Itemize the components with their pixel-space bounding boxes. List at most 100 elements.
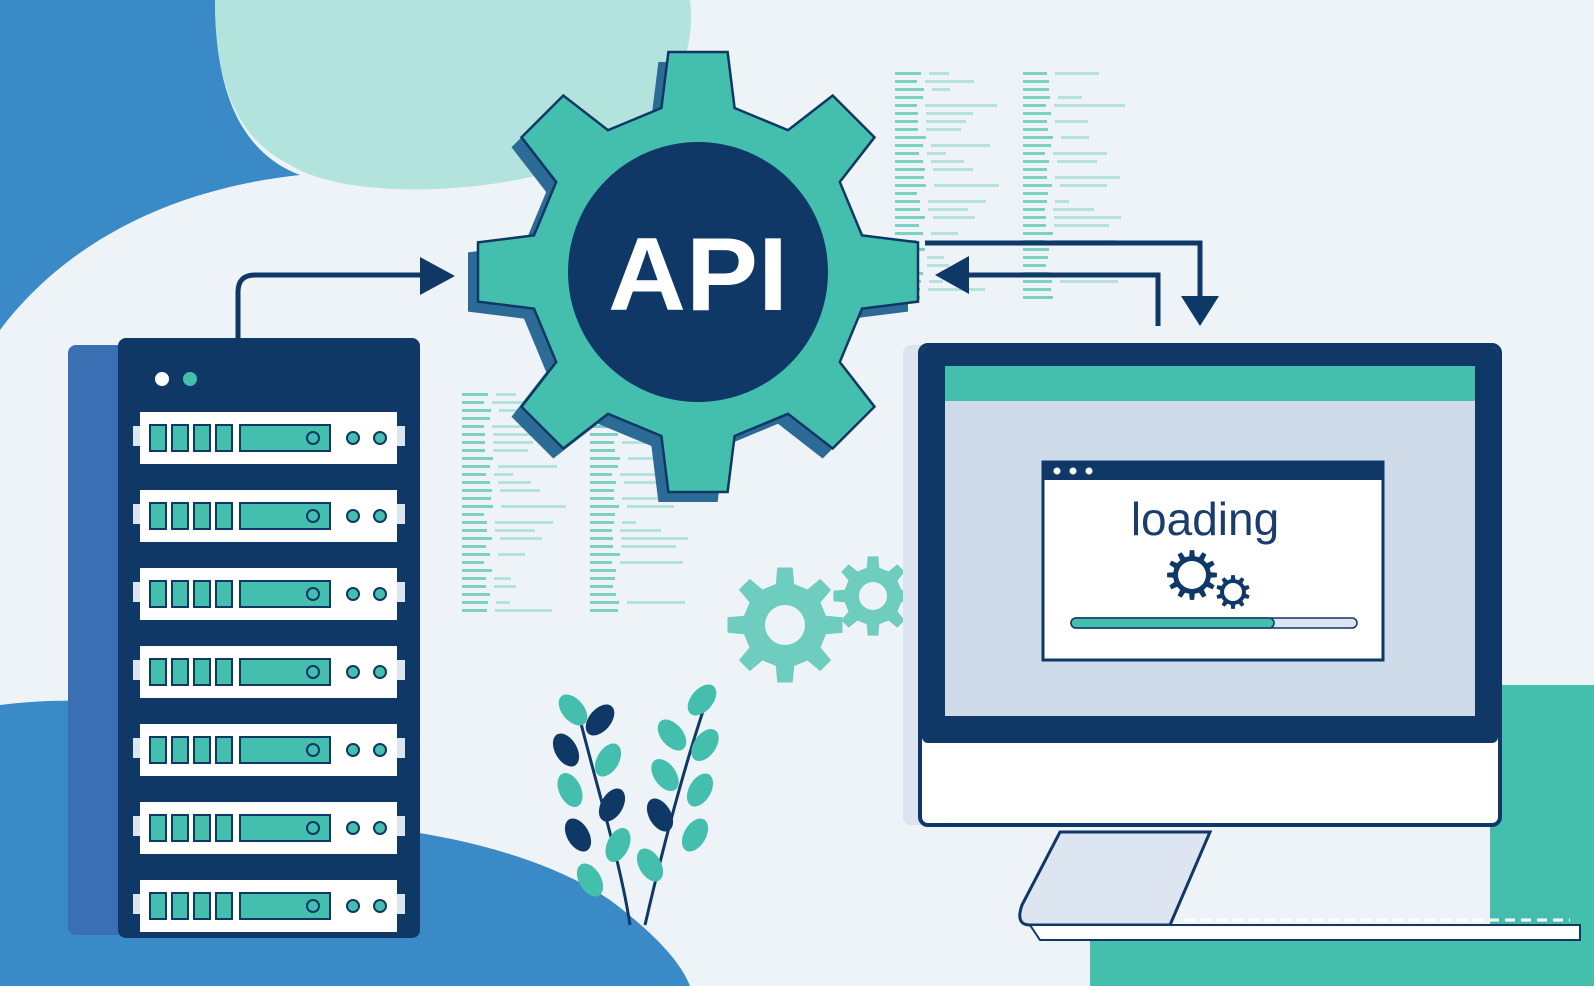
- code-line: [590, 569, 616, 572]
- code-line: [590, 577, 615, 580]
- code-line: [1023, 200, 1047, 203]
- code-line: [895, 192, 917, 195]
- api-label: API: [608, 217, 788, 333]
- code-line: [500, 537, 542, 540]
- plant-leaf: [636, 848, 664, 882]
- code-line: [895, 224, 919, 227]
- server-drive-slot: [215, 736, 233, 764]
- monitor-stand: [1018, 830, 1213, 927]
- code-line: [620, 473, 674, 476]
- code-line: [934, 184, 999, 187]
- code-line: [462, 473, 486, 476]
- code-line: [462, 393, 488, 396]
- code-line: [895, 136, 926, 139]
- small-gear-icon: [833, 556, 913, 636]
- code-line: [462, 601, 488, 604]
- code-line: [622, 521, 636, 524]
- server-unit-ear: [397, 660, 405, 680]
- code-line: [590, 537, 613, 540]
- code-line: [590, 481, 616, 484]
- server-drive-slot: [149, 580, 167, 608]
- server-drive-slot: [171, 736, 189, 764]
- server-drive-slot: [171, 658, 189, 686]
- server-knob: [306, 899, 320, 913]
- code-line: [1055, 120, 1088, 123]
- code-line: [462, 545, 486, 548]
- code-line: [895, 160, 923, 163]
- code-line: [1023, 216, 1046, 219]
- server-knob: [306, 821, 320, 835]
- code-line: [590, 457, 620, 460]
- progress-fill: [1070, 617, 1275, 629]
- code-line: [495, 529, 535, 532]
- server-unit: [133, 646, 405, 698]
- window-dot-icon: [1085, 467, 1093, 475]
- code-line: [627, 505, 674, 508]
- code-line: [1023, 288, 1051, 291]
- code-lines-top: [895, 72, 1125, 299]
- code-line: [590, 497, 614, 500]
- monitor-stand-base: [1028, 924, 1581, 941]
- code-line: [1023, 224, 1046, 227]
- code-line: [1023, 80, 1049, 83]
- code-line: [628, 457, 656, 460]
- code-line: [462, 577, 486, 580]
- server-drive-slot: [171, 814, 189, 842]
- server-unit-ear: [397, 738, 405, 758]
- code-line: [496, 393, 516, 396]
- code-line: [1061, 136, 1089, 139]
- code-line: [494, 585, 516, 588]
- code-line: [1023, 144, 1051, 147]
- code-line: [621, 545, 676, 548]
- code-line: [1060, 184, 1107, 187]
- code-line: [590, 441, 614, 444]
- code-line: [462, 449, 485, 452]
- code-line: [462, 489, 492, 492]
- loading-gear-icon: [1167, 550, 1217, 600]
- server-led: [346, 509, 360, 523]
- code-line: [933, 216, 975, 219]
- code-line: [1060, 280, 1118, 283]
- server-drive-slot: [149, 658, 167, 686]
- server-drive-slot: [215, 658, 233, 686]
- code-line: [590, 609, 618, 612]
- server-led: [373, 431, 387, 445]
- server-drive-slot: [193, 658, 211, 686]
- code-line: [462, 561, 484, 564]
- code-line: [590, 561, 612, 564]
- code-line: [590, 465, 618, 468]
- code-line: [493, 449, 528, 452]
- server-unit-ear: [397, 894, 405, 914]
- server-drive-slot: [149, 892, 167, 920]
- server-drive-slot: [193, 736, 211, 764]
- code-line: [1023, 128, 1048, 131]
- code-line: [895, 216, 925, 219]
- code-line: [1023, 248, 1049, 251]
- code-line: [1023, 120, 1047, 123]
- server-led: [346, 821, 360, 835]
- server-unit: [133, 880, 405, 932]
- server-drive-slot: [215, 814, 233, 842]
- code-line: [1055, 72, 1099, 75]
- code-line: [895, 88, 924, 91]
- loading-gear-icon: [1216, 575, 1250, 609]
- code-line: [926, 128, 961, 131]
- code-line: [621, 537, 688, 540]
- code-line: [590, 545, 613, 548]
- server-drive-slot: [171, 424, 189, 452]
- code-line: [499, 409, 517, 412]
- plant-icon: [552, 684, 719, 926]
- server-unit: [133, 568, 405, 620]
- code-line: [1057, 160, 1097, 163]
- code-line: [927, 264, 949, 267]
- plant-leaf: [691, 728, 719, 762]
- code-line: [1023, 296, 1053, 299]
- server-drive-slot: [149, 814, 167, 842]
- plant-leaf: [651, 758, 679, 792]
- plant-leaf: [585, 704, 615, 736]
- code-line: [462, 417, 490, 420]
- code-line: [462, 457, 493, 460]
- plant-leaf: [557, 773, 583, 807]
- server-unit-ear: [133, 504, 141, 524]
